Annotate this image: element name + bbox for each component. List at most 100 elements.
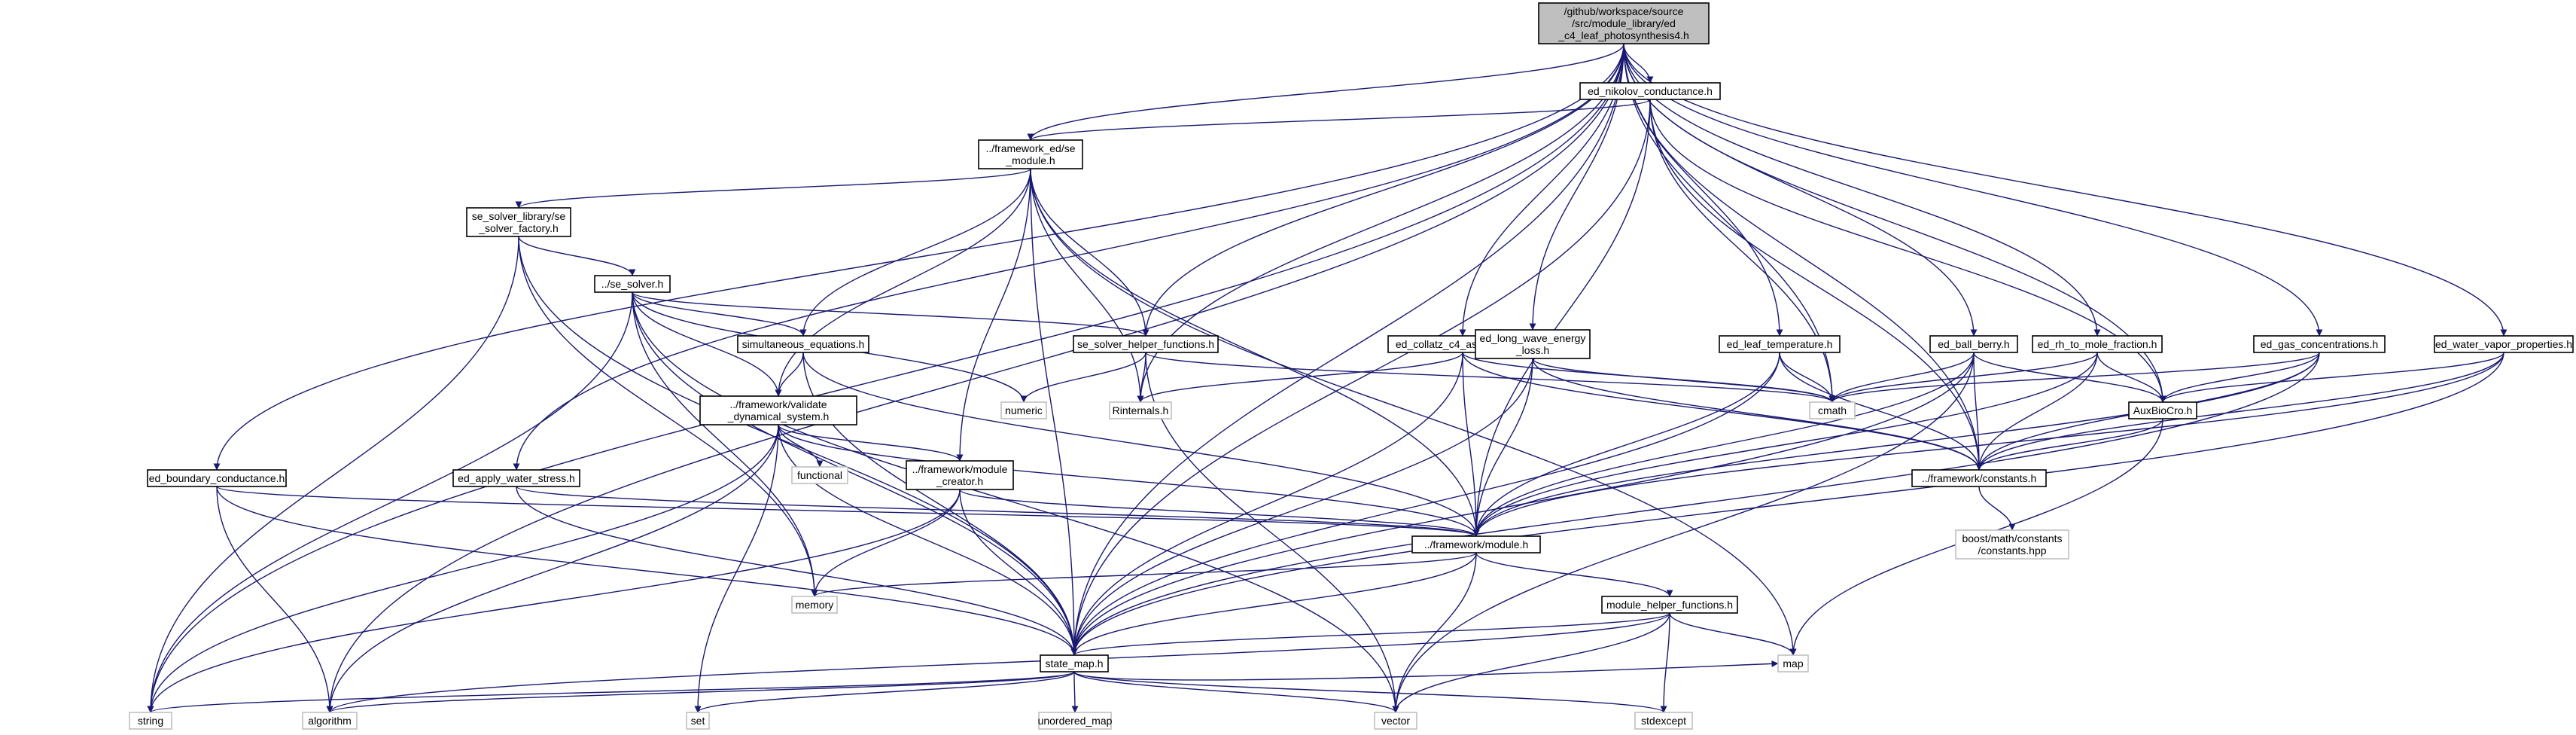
edge-line xyxy=(1779,352,1836,403)
edge-line xyxy=(1649,99,1836,403)
node-label: ed_boundary_conductance.h xyxy=(149,472,285,484)
edge-line xyxy=(778,424,824,468)
edge-line xyxy=(1392,352,1975,713)
edge-line xyxy=(632,291,1078,656)
node-box xyxy=(978,139,1083,169)
node-label: string xyxy=(138,715,163,727)
edge-simult-to-module xyxy=(802,352,1480,537)
node-label: simultaneous_equations.h xyxy=(742,338,865,350)
edge-line xyxy=(1472,358,1533,537)
node-label: _solver_factory.h xyxy=(478,222,559,234)
edge-collatz-to-statemap xyxy=(1070,352,1463,656)
node-constants[interactable]: ../framework/constants.h xyxy=(1911,469,2047,487)
node-algorithm: algorithm xyxy=(302,712,358,730)
edge-constants-to-boost xyxy=(1978,486,2016,531)
edge-se_module-to-se_factory xyxy=(515,168,1031,209)
node-se_factory[interactable]: se_solver_library/se_solver_factory.h xyxy=(466,207,571,237)
edge-modhelper-to-stdexcept xyxy=(1660,612,1670,713)
edge-line xyxy=(1978,486,2016,531)
edge-module-to-memory xyxy=(811,552,1477,597)
node-label: state_map.h xyxy=(1045,657,1103,669)
edge-ballberry-to-vector xyxy=(1392,352,1975,713)
edge-se_factory-to-string xyxy=(147,236,519,713)
edge-nikolov-to-statemap xyxy=(1070,99,1651,656)
edge-line xyxy=(1030,168,1078,656)
edge-watervapor-to-module xyxy=(1472,352,2504,537)
node-modcreator[interactable]: ../framework/module_creator.h xyxy=(906,460,1014,490)
edge-line xyxy=(1070,352,2504,656)
node-box xyxy=(1929,335,2018,353)
edge-line xyxy=(1142,43,1624,337)
edges-layer xyxy=(147,43,2507,713)
edge-nikolov-to-auxbiocro xyxy=(1649,99,2166,403)
node-box xyxy=(1777,654,1809,672)
edge-statemap-to-string xyxy=(147,671,1075,713)
edge-line xyxy=(147,671,1075,713)
edge-line xyxy=(1462,352,1983,471)
edge-line xyxy=(1070,352,2320,656)
node-label: ed_gas_concentrations.h xyxy=(2261,338,2378,350)
edge-modcreator-to-memory xyxy=(811,489,961,597)
edge-ballberry-to-cmath xyxy=(1828,352,1975,403)
node-se_solver[interactable]: ../se_solver.h xyxy=(594,275,671,293)
edge-root-to-helper_fn xyxy=(1142,43,1624,337)
node-boost: boost/math/constants/constants.hpp xyxy=(1955,529,2069,560)
edge-ballberry-to-module xyxy=(1472,352,1975,537)
edge-line xyxy=(1073,660,1779,681)
edge-collatz-to-constants xyxy=(1462,352,1983,471)
edge-line xyxy=(1070,99,1651,656)
edge-line xyxy=(1472,352,2320,537)
edge-validate-to-set xyxy=(694,424,779,713)
edge-modhelper-to-statemap xyxy=(1070,612,1670,656)
node-boundary[interactable]: ed_boundary_conductance.h xyxy=(147,469,287,487)
node-modhelper[interactable]: module_helper_functions.h xyxy=(1601,596,1738,614)
node-set: set xyxy=(686,712,710,730)
edge-line xyxy=(216,486,1480,537)
node-nikolov[interactable]: ed_nikolov_conductance.h xyxy=(1579,82,1721,100)
edge-se_module-to-validate xyxy=(775,168,1031,397)
edge-line xyxy=(811,489,961,597)
node-auxbiocro[interactable]: AuxBioCro.h xyxy=(2128,401,2197,419)
edge-gasconc-to-auxbiocro xyxy=(2159,352,2320,403)
edge-modcreator-to-module xyxy=(959,489,1480,537)
edge-line xyxy=(1649,99,2166,403)
edge-line xyxy=(694,424,779,713)
node-rhmole[interactable]: ed_rh_to_mole_fraction.h xyxy=(2032,335,2163,353)
node-longwave[interactable]: ed_long_wave_energy_loss.h xyxy=(1475,329,1591,359)
edge-validate-to-functional xyxy=(778,424,824,468)
node-label: /github/workspace/source xyxy=(1564,5,1684,17)
edge-line xyxy=(802,352,1480,537)
edge-line xyxy=(694,671,1075,713)
node-label: _creator.h xyxy=(936,475,983,487)
edge-line xyxy=(518,236,636,276)
edge-validate-to-statemap xyxy=(778,424,1078,656)
node-ballberry[interactable]: ed_ball_berry.h xyxy=(1929,335,2018,353)
node-label: ed_ball_berry.h xyxy=(1938,338,2009,350)
node-waterstress[interactable]: ed_apply_water_stress.h xyxy=(452,469,580,487)
edge-leaftemp-to-constants xyxy=(1779,352,1983,471)
edge-se_solver-to-helper_fn xyxy=(632,291,1149,337)
edge-line xyxy=(1623,43,2507,337)
edge-statemap-to-map xyxy=(1073,660,1779,681)
node-leaftemp[interactable]: ed_leaf_temperature.h xyxy=(1719,335,1841,353)
node-gasconc[interactable]: ed_gas_concentrations.h xyxy=(2253,335,2386,353)
node-watervapor[interactable]: ed_water_vapor_properties.h xyxy=(2434,335,2574,353)
node-se_module[interactable]: ../framework_ed/se_module.h xyxy=(978,139,1083,169)
edge-line xyxy=(959,489,1480,537)
node-statemap[interactable]: state_map.h xyxy=(1040,654,1109,672)
edge-line xyxy=(1030,168,1149,337)
edge-se_module-to-statemap xyxy=(1030,168,1078,656)
node-root[interactable]: /github/workspace/source/src/module_libr… xyxy=(1538,2,1710,44)
node-helper_fn[interactable]: se_solver_helper_functions.h xyxy=(1073,335,1219,353)
node-validate[interactable]: ../framework/validate_dynamical_system.h xyxy=(699,395,857,425)
node-vector: vector xyxy=(1374,712,1417,730)
edge-leaftemp-to-cmath xyxy=(1779,352,1836,403)
edge-waterstress-to-statemap xyxy=(516,486,1078,656)
node-simult[interactable]: simultaneous_equations.h xyxy=(737,335,869,353)
node-module[interactable]: ../framework/module.h xyxy=(1411,535,1541,554)
node-unordered_map: unordered_map xyxy=(1038,712,1113,730)
node-label: _module.h xyxy=(1005,154,1055,166)
edge-line xyxy=(775,352,804,397)
node-label: module_helper_functions.h xyxy=(1606,599,1733,611)
edge-root-to-waterstress xyxy=(513,43,1624,471)
